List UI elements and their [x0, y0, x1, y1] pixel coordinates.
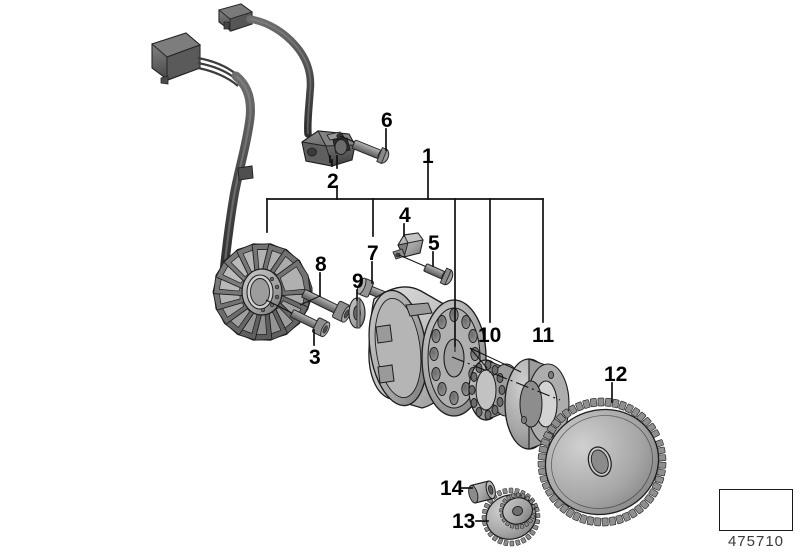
callout-12[interactable]: 12 [604, 363, 628, 386]
fillister-head-screw-illustration [423, 263, 454, 286]
alternator-rotor-illustration [368, 286, 487, 417]
detail-pointer-lines [299, 295, 522, 373]
figure-id-box [719, 489, 793, 531]
callout-6[interactable]: 6 [381, 109, 393, 132]
sensor-mounting-bolt-illustration [339, 135, 390, 164]
trigger-wheel-segment-illustration [392, 232, 430, 269]
hex-socket-screw-short-illustration [265, 299, 331, 338]
callout-8[interactable]: 8 [315, 253, 327, 276]
pulse-generator-sensor-illustration [301, 130, 356, 167]
washer-illustration [348, 297, 366, 329]
callout-2[interactable]: 2 [327, 170, 339, 193]
callout-11[interactable]: 11 [532, 324, 555, 347]
starter-ring-gear-illustration [537, 397, 667, 527]
idler-gear-bushing-illustration [468, 480, 496, 504]
callout-9[interactable]: 9 [352, 270, 364, 293]
number-leader-lines [313, 128, 613, 522]
alternator-stator-illustration [212, 243, 313, 341]
callout-14[interactable]: 14 [440, 477, 464, 500]
callout-leader-lines [266, 155, 544, 347]
wire-harness-illustration [151, 3, 315, 310]
callout-3[interactable]: 3 [309, 346, 321, 369]
sprag-one-way-clutch-illustration [468, 359, 522, 421]
harness-small-connector [218, 3, 253, 32]
intermediate-idler-gear-illustration [481, 487, 541, 547]
figure-id-number: 475710 [727, 533, 785, 550]
callout-13[interactable]: 13 [452, 510, 476, 533]
assembly-centerline [451, 356, 561, 401]
callout-7[interactable]: 7 [367, 242, 379, 265]
callout-4[interactable]: 4 [399, 204, 411, 227]
callout-1[interactable]: 1 [422, 145, 434, 168]
callout-10[interactable]: 10 [478, 324, 502, 347]
harness-main-connector [151, 32, 201, 85]
callout-5[interactable]: 5 [428, 232, 440, 255]
